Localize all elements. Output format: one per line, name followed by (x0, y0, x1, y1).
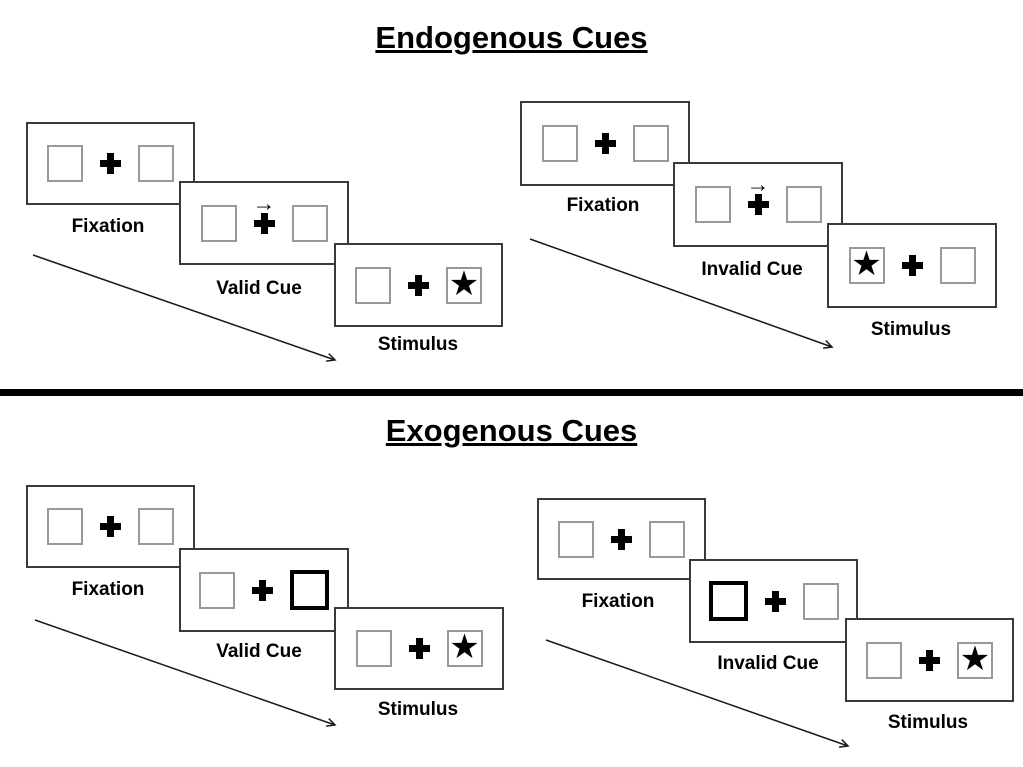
endogenous-invalid-cue-screen: → (673, 162, 843, 247)
right-box-target: ★ (446, 264, 482, 304)
fixation-cross-icon (611, 528, 632, 550)
fixation-cross-icon (100, 153, 121, 174)
left-box (558, 520, 594, 558)
fixation-cross-icon (100, 516, 121, 537)
right-box (785, 186, 822, 223)
fixation-cross-icon (253, 212, 275, 234)
star-icon: ★ (449, 628, 480, 666)
right-box-target: ★ (957, 639, 993, 679)
exogenous-valid-cue-screen (179, 548, 349, 632)
label-invalid-cue: Invalid Cue (701, 259, 803, 280)
label-valid-cue: Valid Cue (216, 278, 302, 299)
label-fixation: Fixation (581, 591, 655, 612)
right-box (632, 125, 669, 162)
endogenous-invalid-stimulus-screen: ★ (827, 223, 997, 308)
right-box (649, 520, 685, 558)
exogenous-valid-stimulus-screen: ★ (334, 607, 504, 690)
fixation-cross-icon (747, 194, 769, 215)
right-box (138, 508, 174, 545)
sequence-arrow-endogenous-valid (32, 254, 337, 362)
endogenous-invalid-fixation-screen (520, 101, 690, 186)
left-box (200, 204, 237, 242)
endogenous-valid-cue-screen: → (179, 181, 349, 265)
label-fixation: Fixation (566, 195, 640, 216)
left-box (694, 186, 731, 223)
star-icon: ★ (959, 639, 991, 678)
fixation-cross-icon (408, 638, 430, 659)
section-title-exogenous: Exogenous Cues (385, 413, 638, 448)
cue-arrow-icon: → (746, 171, 770, 197)
section-divider (0, 389, 1023, 396)
endogenous-valid-stimulus-screen: ★ (334, 243, 503, 327)
right-box-cued (290, 570, 329, 610)
section-title-endogenous: Endogenous Cues (375, 20, 648, 55)
label-fixation: Fixation (71, 216, 145, 237)
label-stimulus: Stimulus (870, 319, 952, 340)
fixation-cross-icon (408, 274, 429, 296)
left-box (541, 125, 578, 162)
fixation-cross-icon (594, 133, 616, 154)
fixation-cross-icon (252, 579, 273, 601)
left-box-target: ★ (848, 245, 885, 284)
sequence-arrow-exogenous-invalid (545, 639, 850, 748)
endogenous-valid-fixation-screen (26, 122, 195, 205)
star-icon: ★ (851, 245, 882, 283)
label-invalid-cue: Invalid Cue (717, 653, 819, 674)
left-box (866, 641, 902, 679)
right-box (939, 247, 976, 284)
left-box (355, 266, 391, 304)
sequence-arrow-endogenous-invalid (529, 238, 834, 349)
left-box-cued (708, 581, 748, 621)
left-box (199, 571, 235, 609)
star-icon: ★ (448, 264, 480, 303)
left-box (47, 145, 83, 182)
label-stimulus: Stimulus (377, 334, 459, 355)
left-box (47, 508, 83, 545)
exogenous-invalid-cue-screen (689, 559, 858, 643)
left-box (355, 630, 392, 667)
exogenous-valid-fixation-screen (26, 485, 195, 568)
label-stimulus: Stimulus (377, 699, 459, 720)
exogenous-invalid-fixation-screen (537, 498, 706, 580)
label-valid-cue: Valid Cue (216, 641, 302, 662)
right-box-target: ★ (446, 628, 483, 667)
exogenous-invalid-stimulus-screen: ★ (845, 618, 1014, 702)
label-stimulus: Stimulus (887, 712, 969, 733)
fixation-cross-icon (901, 255, 923, 276)
right-box (291, 204, 328, 242)
fixation-cross-icon (919, 649, 940, 671)
cue-arrow-icon: → (252, 189, 276, 216)
fixation-cross-icon (764, 590, 786, 612)
sequence-arrow-exogenous-valid (34, 619, 337, 727)
right-box (802, 582, 839, 620)
right-box (138, 145, 174, 182)
label-fixation: Fixation (71, 579, 145, 600)
